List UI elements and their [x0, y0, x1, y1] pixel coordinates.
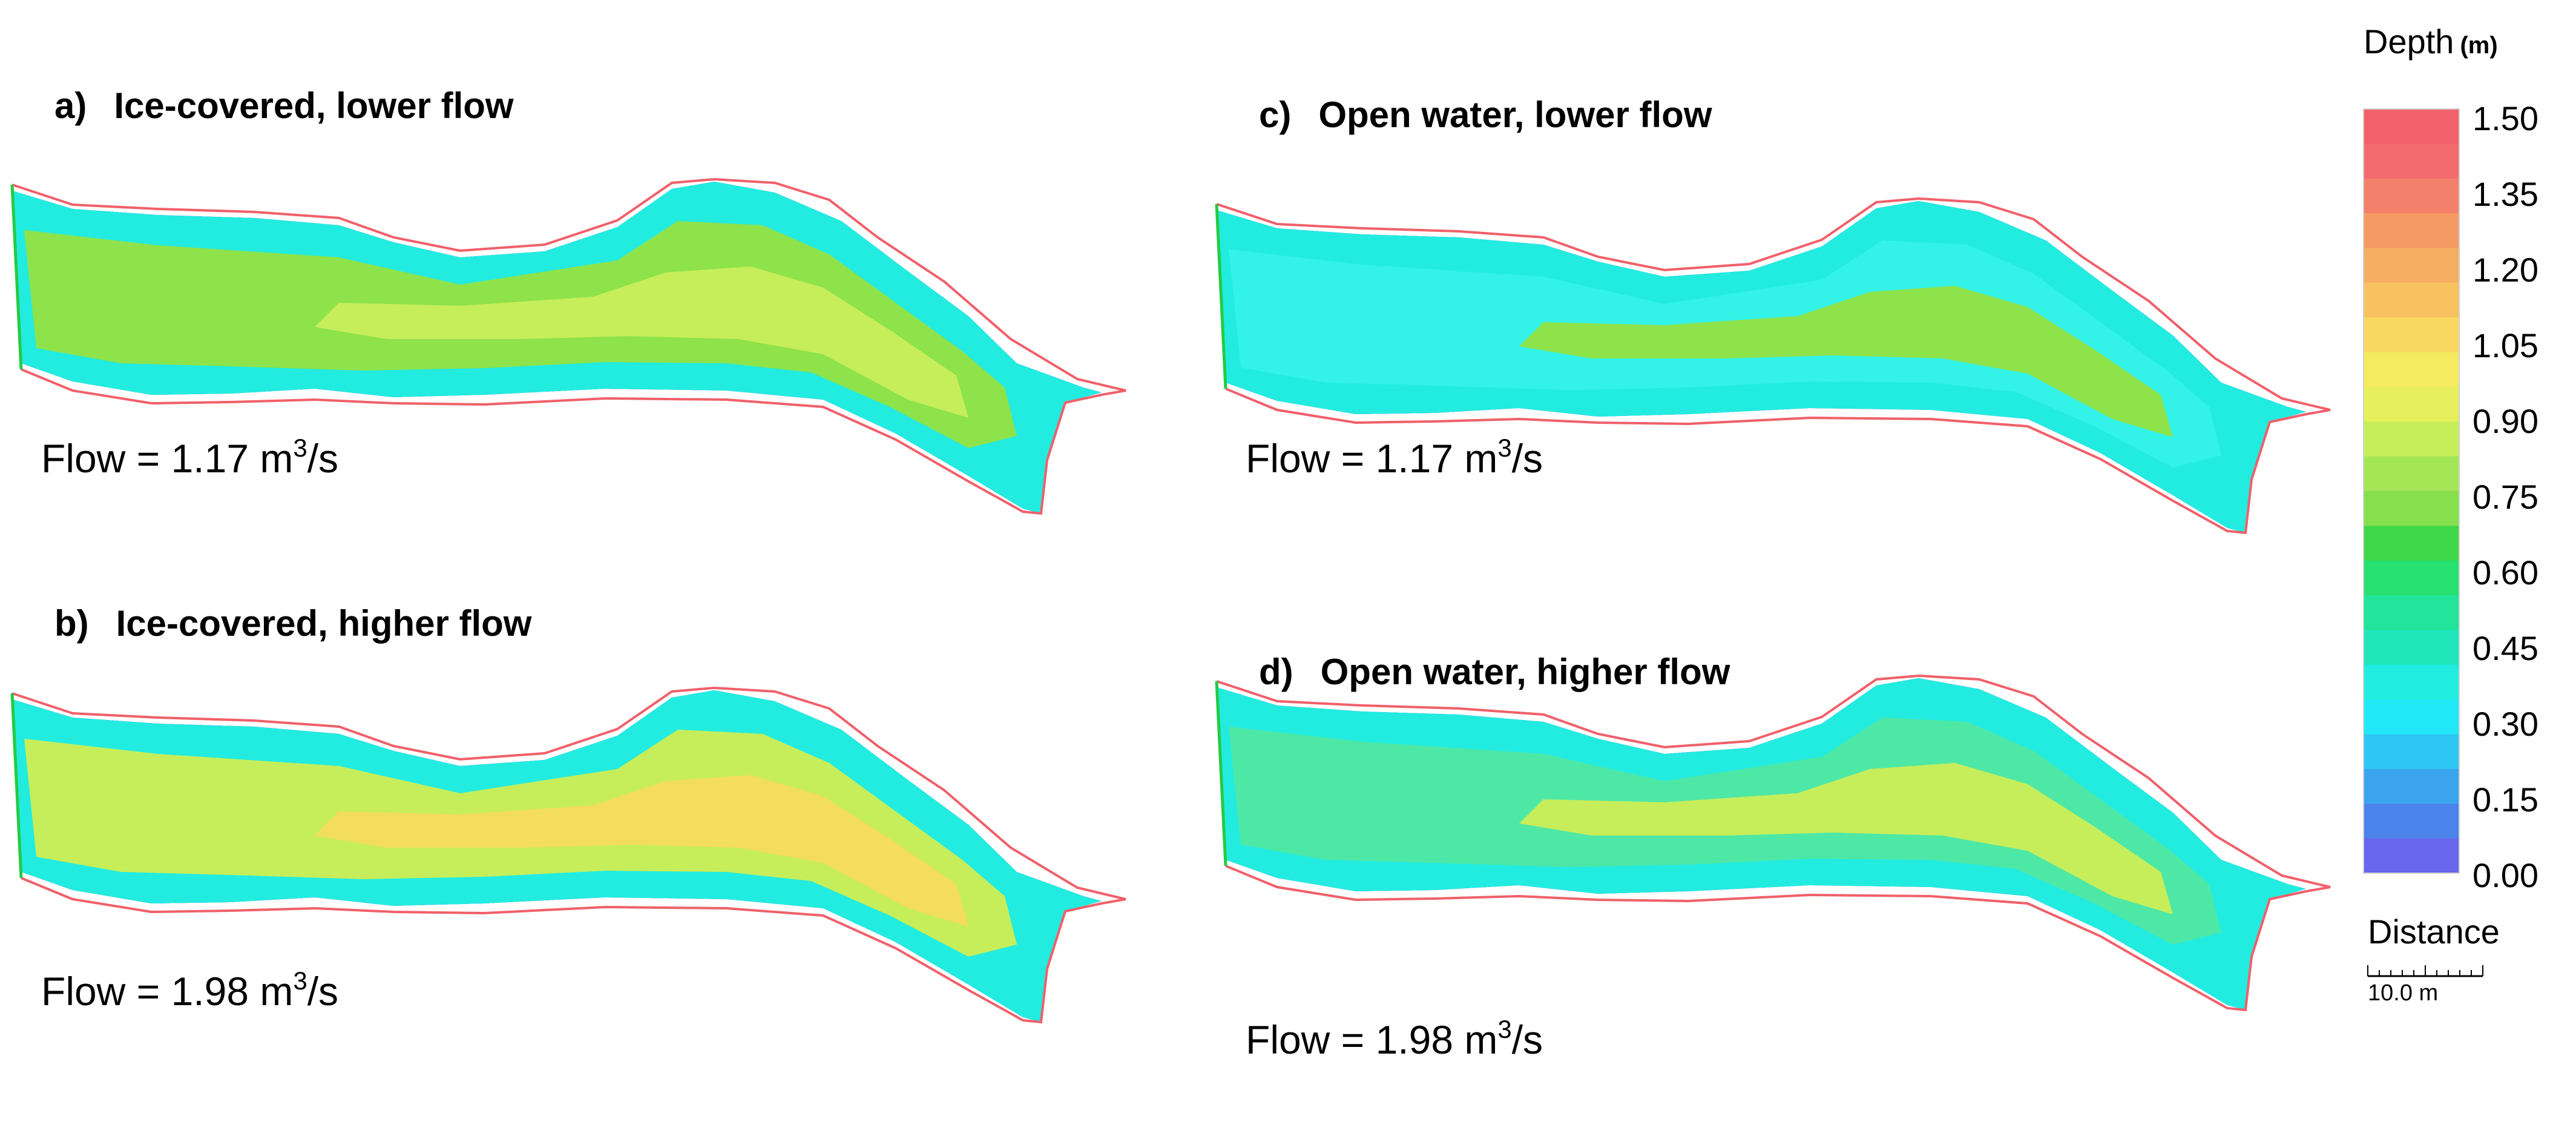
legend-tick-label: 0.15	[2472, 781, 2538, 819]
panel-b-title: b) Ice-covered, higher flow	[54, 603, 532, 644]
legend-title: Depth(m)	[2364, 22, 2498, 61]
legend-swatch	[2364, 248, 2459, 283]
panel-a-label: Ice-covered, lower flow	[114, 85, 514, 126]
legend-tick-label: 1.20	[2472, 251, 2538, 289]
legend-title-text: Depth	[2364, 22, 2454, 61]
legend-tick-label: 1.35	[2472, 175, 2538, 213]
flow-exponent: 3	[1497, 1015, 1511, 1043]
depth-field	[12, 690, 1102, 1022]
legend-swatch	[2364, 804, 2459, 839]
panel-a-flow: Flow = 1.17 m3/s	[41, 434, 338, 481]
legend-swatch	[2364, 491, 2459, 526]
panel-b-river-map	[10, 687, 1127, 1023]
flow-exponent: 3	[1497, 434, 1511, 462]
legend-swatch	[2364, 317, 2459, 353]
depth-field	[12, 182, 1102, 513]
depth-field	[1217, 201, 2306, 533]
panel-c-flow: Flow = 1.17 m3/s	[1246, 434, 1543, 481]
inlet-boundary	[10, 184, 23, 370]
legend-unit: (m)	[2460, 32, 2497, 59]
flow-value: Flow = 1.17 m	[41, 436, 293, 481]
legend-swatch	[2364, 526, 2459, 561]
depth-legend: Depth(m) 1.50 1.35 1.20 1.05 0.90 0.75 0.60 0.45…	[2363, 22, 2538, 1006]
legend-swatch	[2364, 282, 2459, 318]
flow-exponent: 3	[293, 434, 307, 462]
depth-band-core	[315, 775, 968, 926]
legend-tick-label: 0.90	[2472, 402, 2538, 440]
panel-d-river-map	[1215, 675, 2331, 1011]
legend-swatch	[2364, 109, 2459, 144]
panel-a-letter: a)	[54, 85, 87, 126]
panel-d-title: d) Open water, higher flow	[1259, 652, 1730, 692]
flow-unit: /s	[307, 436, 338, 481]
legend-swatch	[2364, 421, 2459, 457]
depth-field	[1217, 678, 2306, 1010]
panel-c-river-map	[1215, 197, 2331, 534]
inlet-boundary	[1215, 203, 1227, 389]
panel-c-label: Open water, lower flow	[1318, 94, 1712, 135]
legend-swatch	[2364, 386, 2459, 422]
panel-a-title: a) Ice-covered, lower flow	[54, 85, 514, 126]
scale-label: 10.0 m	[2368, 980, 2438, 1006]
legend-swatch	[2364, 734, 2459, 770]
panel-c-title: c) Open water, lower flow	[1259, 94, 1712, 135]
legend-tick-label: 0.30	[2472, 705, 2538, 743]
legend-swatch	[2364, 456, 2459, 492]
legend-swatch	[2364, 838, 2459, 874]
legend-swatch	[2364, 664, 2459, 700]
legend-swatch	[2364, 630, 2459, 665]
flow-value: Flow = 1.98 m	[1246, 1017, 1497, 1062]
legend-swatch	[2364, 560, 2459, 596]
depth-band-core	[1519, 763, 2173, 914]
panel-c-letter: c)	[1259, 94, 1291, 135]
flow-value: Flow = 1.98 m	[41, 969, 293, 1014]
legend-tick-label: 0.45	[2472, 629, 2538, 667]
scale-bar	[2367, 965, 2483, 977]
legend-tick-label: 0.60	[2472, 553, 2538, 592]
inlet-boundary	[10, 693, 23, 879]
legend-tick-label: 0.00	[2472, 856, 2538, 894]
panel-d-flow: Flow = 1.98 m3/s	[1246, 1015, 1543, 1062]
flow-unit: /s	[1512, 1017, 1543, 1062]
flow-value: Flow = 1.17 m	[1246, 436, 1497, 481]
legend-frame	[2363, 108, 2460, 874]
panel-b-label: Ice-covered, higher flow	[116, 603, 532, 644]
flow-unit: /s	[307, 969, 338, 1014]
legend-swatch	[2364, 595, 2459, 631]
legend-swatch	[2364, 352, 2459, 388]
inlet-boundary	[1215, 681, 1227, 866]
legend-tick-label: 1.50	[2472, 99, 2538, 137]
legend-tick-label: 1.05	[2472, 326, 2538, 365]
panel-a-river-map	[10, 178, 1127, 515]
depth-band-core	[315, 266, 968, 418]
panel-b-flow: Flow = 1.98 m3/s	[41, 966, 338, 1014]
legend-swatch	[2364, 144, 2459, 179]
legend-swatch	[2364, 699, 2459, 735]
legend-swatch	[2364, 178, 2459, 214]
panel-d-label: Open water, higher flow	[1321, 652, 1730, 692]
legend-tick-label: 0.75	[2472, 478, 2538, 516]
panel-b-letter: b)	[54, 603, 89, 644]
distance-label: Distance	[2368, 913, 2500, 951]
legend-swatch	[2364, 768, 2459, 804]
flow-exponent: 3	[293, 966, 307, 995]
panel-d-letter: d)	[1259, 652, 1293, 692]
depth-band-core	[1519, 286, 2173, 437]
flow-unit: /s	[1512, 436, 1543, 481]
legend-swatch	[2364, 213, 2459, 249]
